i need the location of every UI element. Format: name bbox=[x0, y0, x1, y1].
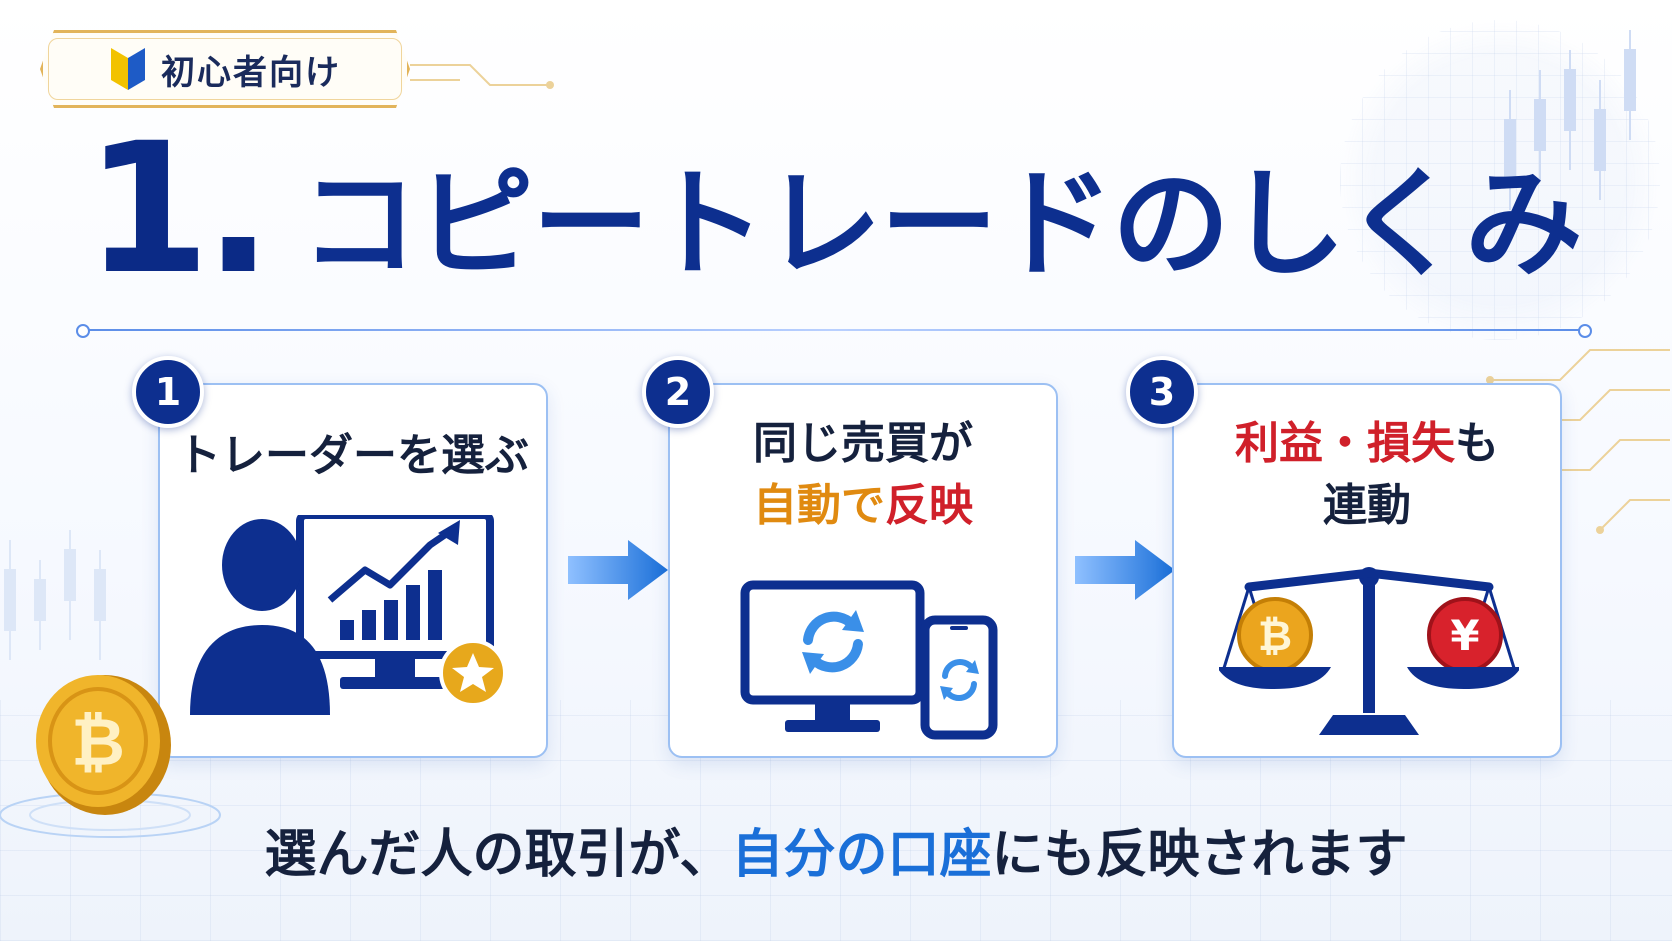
caption-part2: にも反映されます bbox=[991, 825, 1408, 885]
yen-coin-icon: ¥ bbox=[1450, 611, 1479, 660]
divider-dot-right bbox=[1578, 324, 1592, 338]
trader-chart-icon bbox=[190, 515, 507, 715]
sync-devices-icon bbox=[740, 580, 998, 740]
bottom-caption: 選んだ人の取引が、自分の口座にも反映されます bbox=[0, 812, 1672, 887]
beginner-mark-icon bbox=[111, 48, 145, 90]
globe-decoration bbox=[1340, 20, 1660, 340]
step-2-title-auto: 自動で bbox=[753, 479, 885, 531]
arrow-right-icon bbox=[568, 540, 668, 600]
badge-label: 初心者向け bbox=[161, 52, 341, 93]
title-number: 1. bbox=[85, 105, 273, 314]
badge-inner-border bbox=[48, 38, 402, 100]
candlestick-decoration-icon bbox=[1504, 30, 1636, 210]
step-2-number: 2 bbox=[642, 356, 714, 428]
step-3-title-profit-loss: 利益・損失 bbox=[1235, 418, 1455, 469]
step-3-number: 3 bbox=[1126, 356, 1198, 428]
step-1-number: 1 bbox=[132, 356, 204, 428]
step-2-title: 同じ売買が 自動で反映 bbox=[670, 413, 1056, 536]
step-1-title: トレーダーを選ぶ bbox=[177, 430, 529, 481]
step-card-2: 同じ売買が 自動で反映 bbox=[668, 383, 1058, 758]
title-divider bbox=[82, 329, 1584, 331]
page-title: コピートレードのしくみ bbox=[300, 155, 1583, 293]
step-2-title-reflect: 反映 bbox=[885, 479, 973, 531]
step-2-title-line2: 自動で反映 bbox=[670, 475, 1056, 537]
bitcoin-coin-decoration-icon: ₿ bbox=[0, 675, 221, 838]
step-card-3: 利益・損失も 連動 ₿ ¥ bbox=[1172, 383, 1562, 758]
step-3-title: 利益・損失も 連動 bbox=[1174, 413, 1560, 536]
step-3-title-line1: 利益・損失も bbox=[1174, 413, 1560, 475]
badge-circuit-decoration-icon bbox=[410, 64, 554, 89]
balance-scale-icon: ₿ ¥ bbox=[1219, 567, 1519, 735]
caption-part1: 選んだ人の取引が、 bbox=[264, 825, 732, 885]
step-2-title-line1: 同じ売買が bbox=[753, 418, 973, 469]
step-3-title-line2: 連動 bbox=[1323, 479, 1411, 531]
bitcoin-coin-icon: ₿ bbox=[1258, 611, 1292, 660]
divider-dot-left bbox=[76, 324, 90, 338]
candlestick-decoration-left-icon bbox=[4, 530, 106, 660]
arrow-right-icon bbox=[1075, 540, 1175, 600]
step-3-title-also: も bbox=[1455, 418, 1499, 469]
beginner-badge: 初心者向け bbox=[40, 30, 410, 108]
caption-highlight: 自分の口座 bbox=[731, 825, 992, 885]
step-card-1: トレーダーを選ぶ bbox=[158, 383, 548, 758]
bitcoin-symbol: ₿ bbox=[71, 704, 125, 781]
